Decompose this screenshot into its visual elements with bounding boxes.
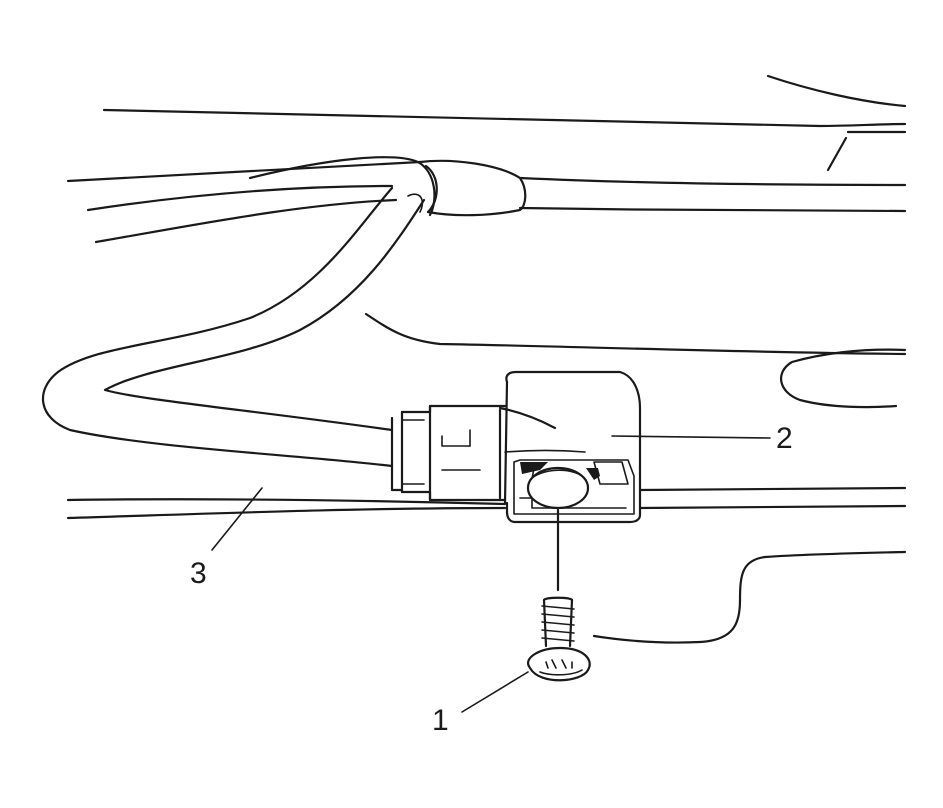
cable-clip-sleeve bbox=[418, 159, 527, 217]
leader-1 bbox=[461, 671, 529, 713]
leader-3 bbox=[211, 487, 263, 551]
leader-2 bbox=[611, 435, 771, 439]
wiring-harness bbox=[41, 156, 436, 468]
callout-2: 2 bbox=[776, 422, 793, 455]
connector-plug bbox=[390, 404, 507, 502]
upper-panel bbox=[66, 74, 907, 244]
connector-2 bbox=[498, 370, 642, 524]
callout-labels: 2 3 1 bbox=[190, 422, 793, 737]
callout-1: 1 bbox=[432, 704, 449, 737]
lower-rail bbox=[66, 486, 907, 520]
mid-panel bbox=[364, 312, 907, 409]
lower-bracket-contour bbox=[592, 550, 907, 644]
screw-1 bbox=[527, 508, 591, 682]
callout-leaders bbox=[211, 435, 771, 713]
callout-3: 3 bbox=[190, 557, 207, 590]
